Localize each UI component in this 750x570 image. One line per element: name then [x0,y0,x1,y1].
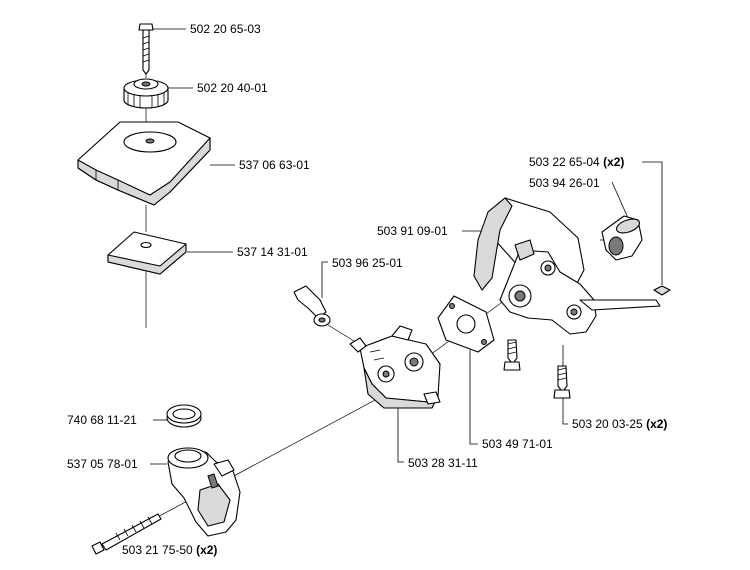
gasket-part [437,295,495,353]
part-number: 503 94 26-01 [529,176,600,190]
part-label-502-20-40-01: 502 20 40-01 [197,81,268,95]
part-label-503-91-09-01: 503 91 09-01 [377,224,448,238]
part-number: 503 20 03-25 [572,417,643,431]
o-ring-part [166,404,202,428]
leader-lines [150,28,663,465]
part-number: 503 96 25-01 [332,256,403,270]
part-number: 537 06 63-01 [239,158,310,172]
part-number: 503 28 31-11 [408,456,478,470]
long-screw-part [91,513,162,555]
air-filter-cover-part [77,121,211,206]
square-nut-part [653,285,671,296]
part-number: 537 05 78-01 [67,457,138,471]
part-label-537-05-78-01: 537 05 78-01 [67,457,138,471]
part-quantity: (x2) [603,155,625,169]
throttle-link-part [293,285,331,327]
part-label-537-06-63-01: 537 06 63-01 [239,158,310,172]
part-label-503-96-25-01: 503 96 25-01 [332,256,403,270]
air-filter-part [107,231,187,275]
part-quantity: (x2) [646,417,668,431]
part-label-537-14-31-01: 537 14 31-01 [237,245,308,259]
part-label-503-21-75-50: 503 21 75-50 (x2) [122,543,217,557]
part-number: 503 91 09-01 [377,224,448,238]
part-number: 503 22 65-04 [529,155,600,169]
intake-adapter-part [167,447,241,537]
part-label-503-94-26-01: 503 94 26-01 [529,176,600,190]
part-quantity: (x2) [196,543,218,557]
carburetor-part [349,325,441,409]
throttle-sleeve-part [601,215,643,261]
part-label-740-68-11-21: 740 68 11-21 [67,413,137,427]
part-label-502-20-65-03: 502 20 65-03 [190,22,261,36]
part-label-503-49-71-01: 503 49 71-01 [482,437,553,451]
carburetor-bracket-part [473,197,661,335]
part-label-503-28-31-11: 503 28 31-11 [408,456,478,470]
part-label-503-22-65-04: 503 22 65-04 (x2) [529,155,624,169]
part-number: 537 14 31-01 [237,245,308,259]
part-number: 502 20 65-03 [190,22,261,36]
part-number: 502 20 40-01 [197,81,268,95]
top-screw-part [138,23,154,75]
part-label-503-20-03-25: 503 20 03-25 (x2) [572,417,667,431]
knob-part [123,78,169,109]
bracket-screws-part [503,339,571,399]
part-number: 503 49 71-01 [482,437,553,451]
part-number: 740 68 11-21 [67,413,137,427]
part-number: 503 21 75-50 [122,543,193,557]
